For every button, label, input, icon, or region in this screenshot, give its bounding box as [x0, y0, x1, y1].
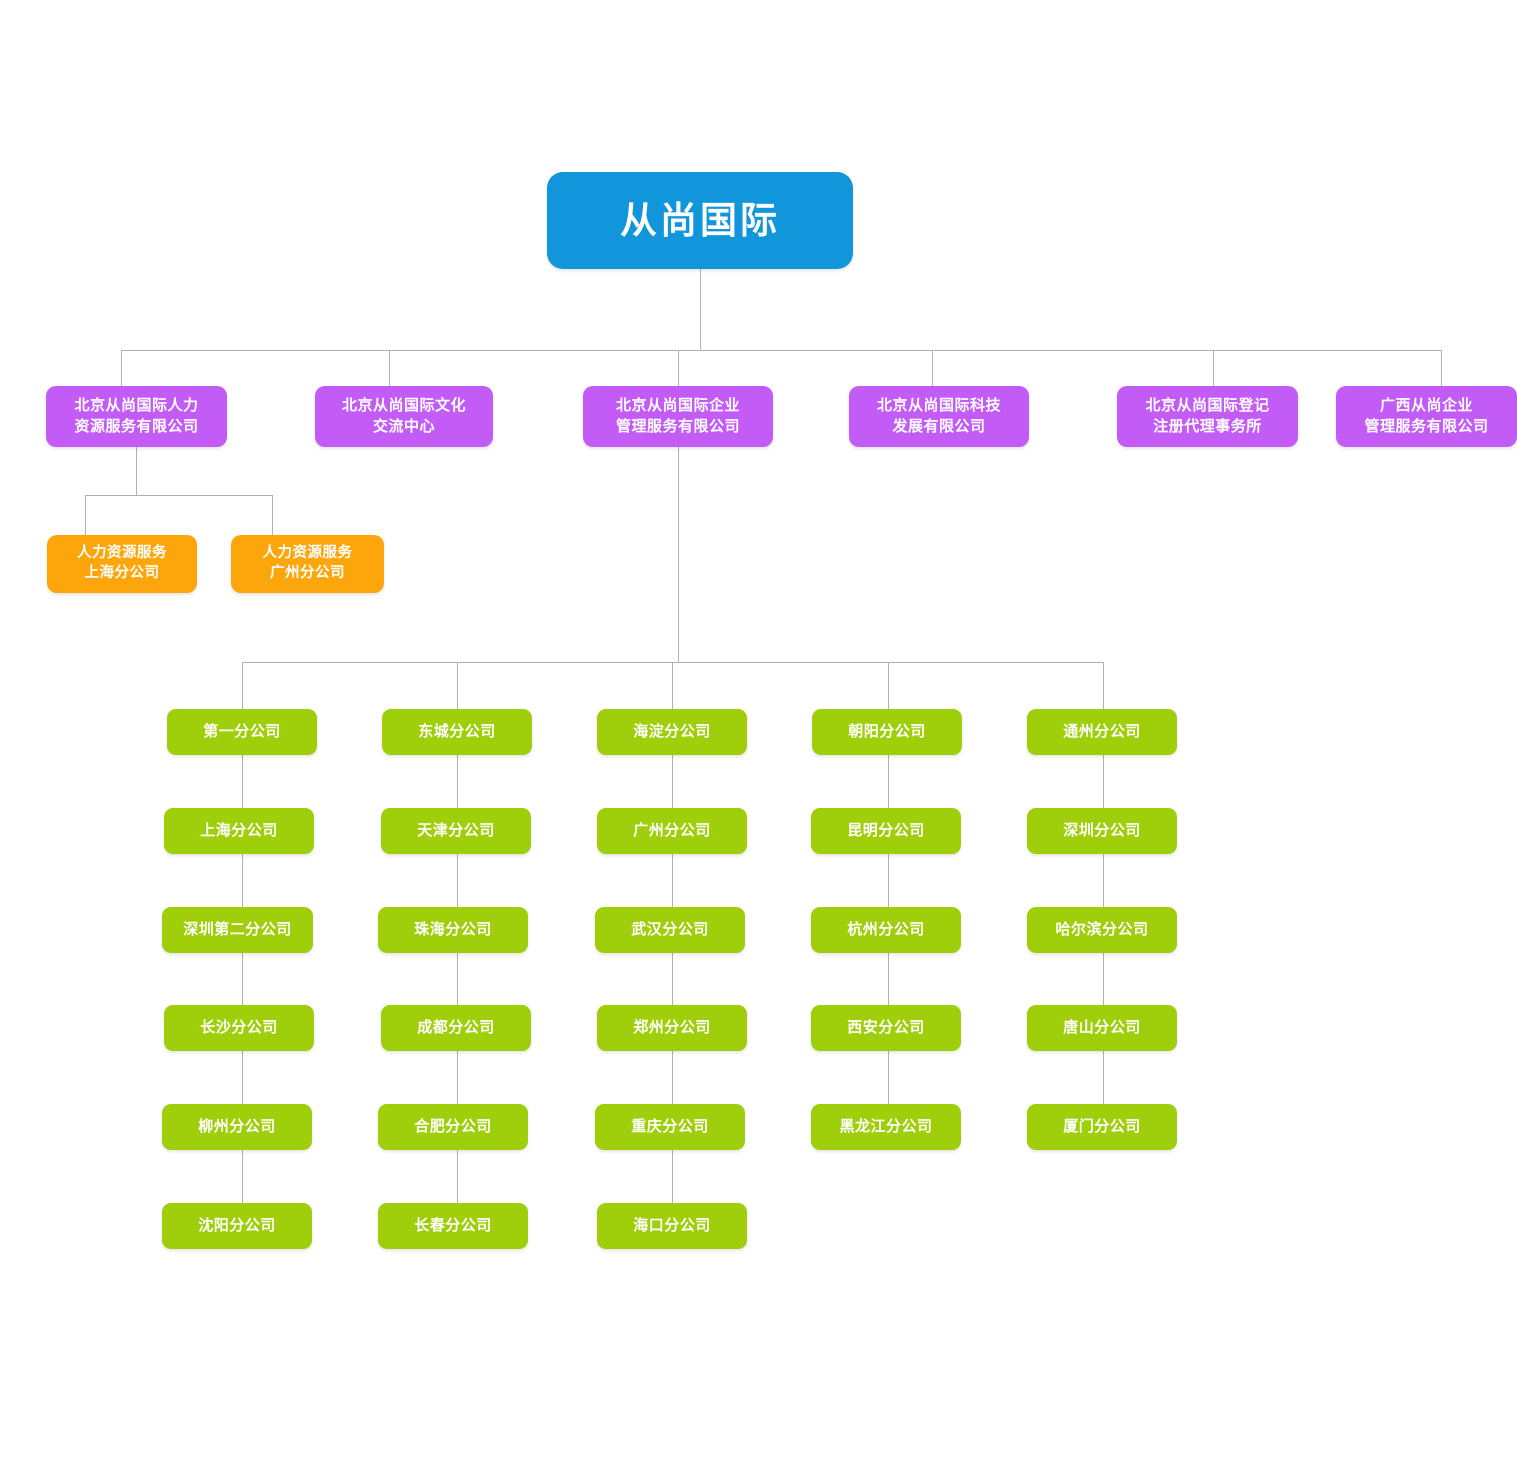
node-branch-liuzhou[interactable]: 柳州分公司	[162, 1104, 312, 1150]
node-branch-wuhan[interactable]: 武汉分公司	[595, 907, 745, 953]
node-branch-zhengzhou[interactable]: 郑州分公司	[597, 1005, 747, 1051]
node-branch-shanghai[interactable]: 上海分公司	[164, 808, 314, 854]
node-branch-chengdu[interactable]: 成都分公司	[381, 1005, 531, 1051]
connector-drop-col5	[1103, 662, 1104, 709]
node-division-culture[interactable]: 北京从尚国际文化 交流中心	[315, 386, 493, 447]
connector-hr-bus	[85, 495, 273, 496]
connector-drop-d5	[1213, 350, 1214, 386]
node-branch-changsha[interactable]: 长沙分公司	[164, 1005, 314, 1051]
connector-enterprise-down	[678, 447, 679, 662]
connector-drop-hr1	[85, 495, 86, 535]
connector-drop-d4	[932, 350, 933, 386]
node-branch-haidian[interactable]: 海淀分公司	[597, 709, 747, 755]
connector-root-down	[700, 269, 701, 350]
node-branch-shenyang[interactable]: 沈阳分公司	[162, 1203, 312, 1249]
node-branch-dongcheng[interactable]: 东城分公司	[382, 709, 532, 755]
node-branch-chongqing[interactable]: 重庆分公司	[595, 1104, 745, 1150]
node-division-registration[interactable]: 北京从尚国际登记 注册代理事务所	[1117, 386, 1298, 447]
connector-division-bus	[121, 350, 1441, 351]
node-branch-xian[interactable]: 西安分公司	[811, 1005, 961, 1051]
connector-spine-col1	[242, 709, 243, 1249]
connector-drop-col4	[888, 662, 889, 709]
node-branch-tianjin[interactable]: 天津分公司	[381, 808, 531, 854]
connector-drop-col2	[457, 662, 458, 709]
node-branch-heilongjiang[interactable]: 黑龙江分公司	[811, 1104, 961, 1150]
node-division-hr[interactable]: 北京从尚国际人力 资源服务有限公司	[46, 386, 227, 447]
connector-drop-col1	[242, 662, 243, 709]
node-branch-diyi[interactable]: 第一分公司	[167, 709, 317, 755]
node-branch-tongzhou[interactable]: 通州分公司	[1027, 709, 1177, 755]
node-branch-hefei[interactable]: 合肥分公司	[378, 1104, 528, 1150]
node-hr-branch-guangzhou[interactable]: 人力资源服务 广州分公司	[231, 535, 384, 593]
connector-drop-d3	[678, 350, 679, 386]
connector-spine-col2	[457, 709, 458, 1249]
node-root[interactable]: 从尚国际	[547, 172, 853, 269]
node-branch-tangshan[interactable]: 唐山分公司	[1027, 1005, 1177, 1051]
node-division-technology[interactable]: 北京从尚国际科技 发展有限公司	[849, 386, 1029, 447]
node-branch-changchun[interactable]: 长春分公司	[378, 1203, 528, 1249]
node-branch-harbin[interactable]: 哈尔滨分公司	[1027, 907, 1177, 953]
node-branch-haikou[interactable]: 海口分公司	[597, 1203, 747, 1249]
connector-drop-d2	[389, 350, 390, 386]
connector-drop-hr2	[272, 495, 273, 535]
node-branch-kunming[interactable]: 昆明分公司	[811, 808, 961, 854]
node-branch-zhuhai[interactable]: 珠海分公司	[378, 907, 528, 953]
node-division-guangxi[interactable]: 广西从尚企业 管理服务有限公司	[1336, 386, 1517, 447]
connector-leaf-bus	[242, 662, 1104, 663]
node-division-enterprise[interactable]: 北京从尚国际企业 管理服务有限公司	[583, 386, 773, 447]
connector-drop-d1	[121, 350, 122, 386]
node-hr-branch-shanghai[interactable]: 人力资源服务 上海分公司	[47, 535, 197, 593]
node-branch-xiamen[interactable]: 厦门分公司	[1027, 1104, 1177, 1150]
node-branch-guangzhou[interactable]: 广州分公司	[597, 808, 747, 854]
connector-spine-col3	[672, 709, 673, 1249]
node-branch-shenzhen-second[interactable]: 深圳第二分公司	[162, 907, 313, 953]
node-branch-chaoyang[interactable]: 朝阳分公司	[812, 709, 962, 755]
connector-drop-col3	[672, 662, 673, 709]
node-branch-shenzhen[interactable]: 深圳分公司	[1027, 808, 1177, 854]
connector-hr-down	[136, 447, 137, 495]
connector-drop-d6	[1441, 350, 1442, 386]
node-branch-hangzhou[interactable]: 杭州分公司	[811, 907, 961, 953]
